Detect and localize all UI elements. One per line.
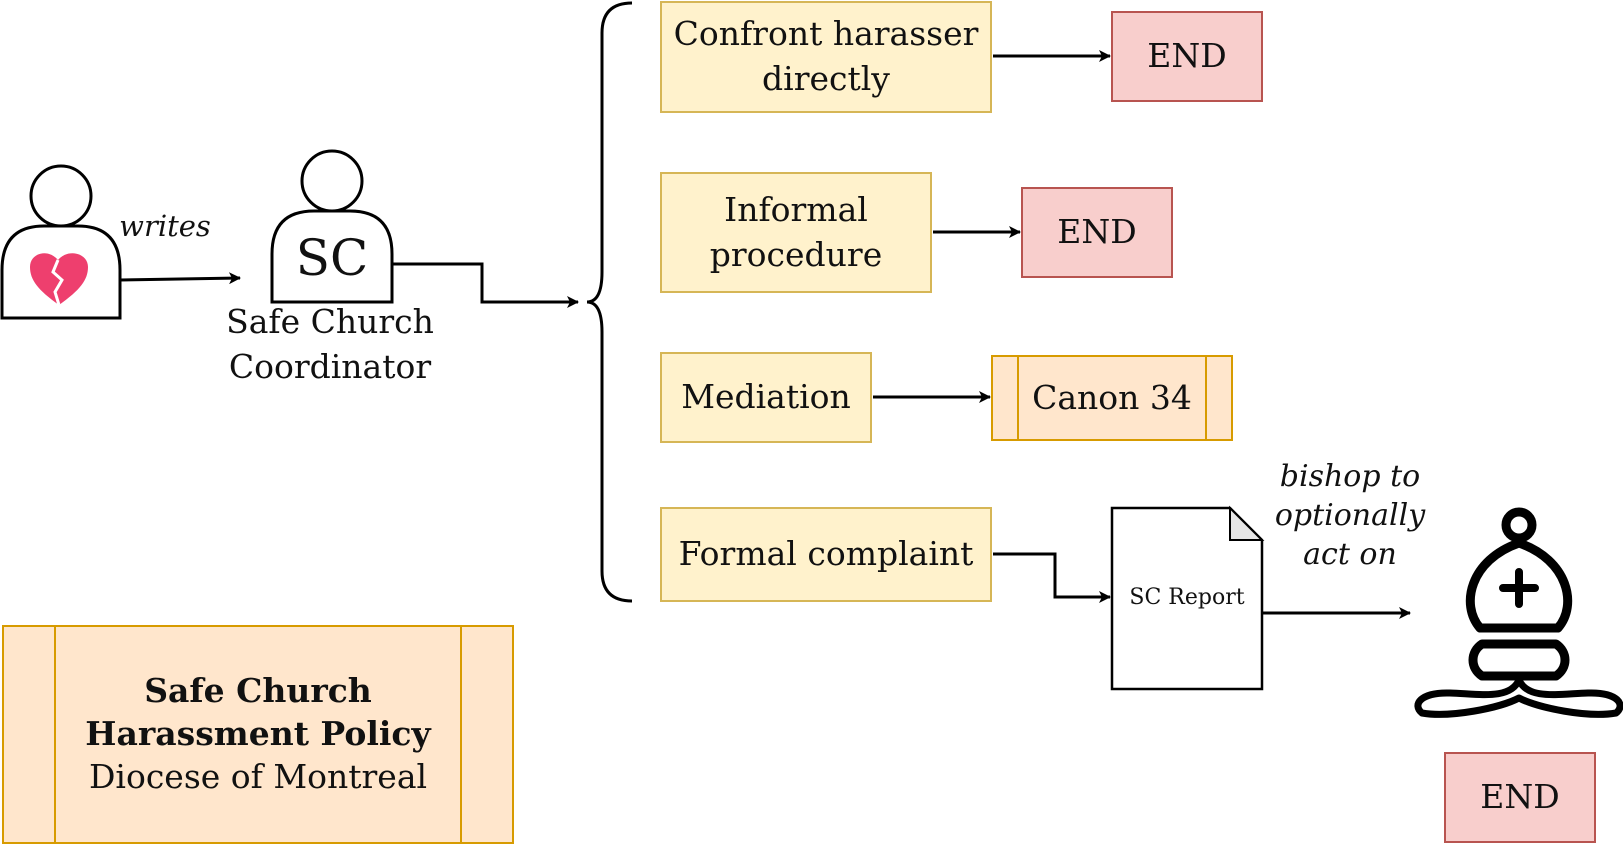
canon-34-label: Canon 34 (1032, 377, 1192, 417)
writes-label: writes (119, 209, 211, 244)
broken-heart-icon (30, 253, 88, 306)
informal-end-box[interactable]: END (1021, 187, 1173, 278)
complainant-person-icon (0, 164, 122, 320)
policy-left-divider (54, 627, 56, 842)
bishop-chess-piece-icon (1414, 507, 1623, 718)
policy-title-line1: Safe Church (144, 671, 372, 711)
coordinator-person-icon (270, 149, 394, 304)
final-end-label: END (1480, 777, 1560, 817)
option-formal-complaint[interactable]: Formal complaint (660, 507, 992, 602)
canon-34-right-divider (1205, 357, 1207, 439)
policy-subtitle: Diocese of Montreal (88, 756, 428, 796)
option-informal-procedure[interactable]: Informal procedure (660, 172, 932, 293)
option-formal-label: Formal complaint (678, 534, 974, 574)
confront-end-label: END (1147, 36, 1227, 76)
coordinator-to-options-arrow (392, 262, 579, 308)
policy-right-divider (460, 627, 462, 842)
canon-34-left-divider (1017, 357, 1019, 439)
option-informal-line1: Informal (724, 189, 868, 229)
coordinator-name-line1: Safe Church (226, 302, 434, 342)
sc-report-label: SC Report (1129, 585, 1245, 611)
canon-34-box[interactable]: Canon 34 (991, 355, 1233, 441)
sc-report-document-icon (1110, 506, 1264, 691)
writes-arrow (119, 272, 241, 285)
option-informal-line2: procedure (709, 234, 883, 274)
document-fold-icon (1229, 505, 1265, 541)
option-mediation-label: Mediation (681, 377, 851, 417)
option-mediation[interactable]: Mediation (660, 352, 872, 443)
coordinator-name-line2: Coordinator (228, 347, 432, 386)
bishop-action-line3: act on (1303, 536, 1397, 572)
formal-to-report-arrow (993, 552, 1111, 603)
policy-title-box: Safe Church Harassment Policy Diocese of… (2, 625, 514, 844)
option-confront-harasser[interactable]: Confront harasser directly (660, 1, 992, 113)
bishop-action-line2: optionally (1274, 497, 1426, 533)
coordinator-initials: SC (295, 229, 369, 288)
informal-end-label: END (1057, 212, 1137, 252)
coordinator-name: Safe Church Coordinator (220, 300, 440, 390)
options-brace (586, 1, 633, 603)
bishop-action-label: bishop to optionally act on (1250, 455, 1450, 575)
option-confront-line1: Confront harasser (673, 14, 979, 54)
policy-title-line2: Harassment Policy (85, 714, 431, 754)
confront-end-box[interactable]: END (1111, 11, 1263, 102)
bishop-action-line1: bishop to (1279, 458, 1421, 494)
option-confront-line2: directly (762, 59, 890, 98)
final-end-box[interactable]: END (1444, 752, 1596, 843)
